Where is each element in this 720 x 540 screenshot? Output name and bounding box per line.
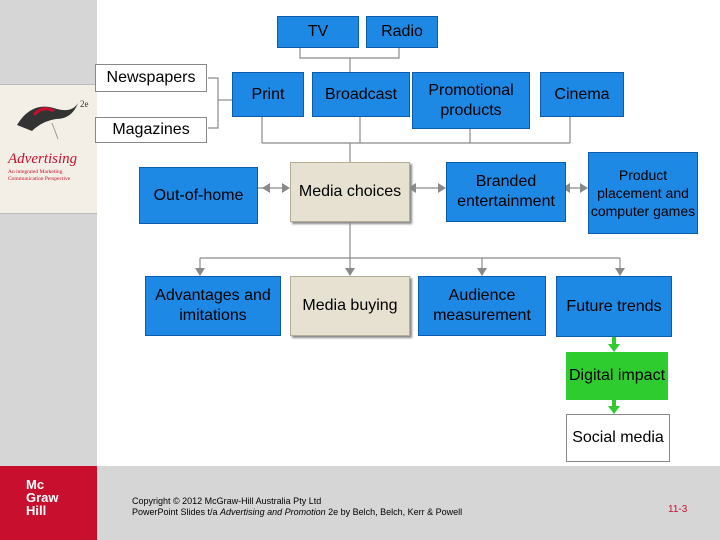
- node-out-of-home: Out-of-home: [139, 167, 258, 224]
- node-advantages-limitations: Advantages and imitations: [145, 276, 281, 336]
- book-subtitle: An integrated Marketing Communication Pe…: [8, 169, 71, 182]
- page-number: 11-3: [668, 504, 688, 515]
- node-cinema: Cinema: [540, 72, 624, 117]
- bottom-footer-band: [0, 466, 720, 540]
- node-media-choices: Media choices: [290, 162, 410, 222]
- node-audience-measurement: Audience measurement: [418, 276, 546, 336]
- bird-illustration-icon: [17, 103, 78, 140]
- node-radio: Radio: [366, 16, 438, 48]
- mcgraw-hill-logo: Mc Graw Hill: [26, 477, 59, 518]
- node-promotional-products: Promotional products: [412, 72, 530, 129]
- node-print: Print: [232, 72, 304, 117]
- footer-copyright: Copyright © 2012 McGraw-Hill Australia P…: [132, 496, 463, 517]
- node-branded-entertainment: Branded entertainment: [446, 162, 566, 222]
- node-digital-impact: Digital impact: [566, 352, 668, 400]
- node-media-buying: Media buying: [290, 276, 410, 336]
- node-newspapers: Newspapers: [95, 64, 207, 92]
- book-edition: 2e: [80, 99, 89, 109]
- book-cover-image: 2e Advertising An integrated Marketing C…: [0, 84, 97, 214]
- node-tv: TV: [277, 16, 359, 48]
- left-sidebar-band: [0, 0, 97, 466]
- publisher-logo-tab: [0, 466, 97, 540]
- node-magazines: Magazines: [95, 117, 207, 143]
- node-broadcast: Broadcast: [312, 72, 410, 117]
- node-future-trends: Future trends: [556, 276, 672, 337]
- book-title: Advertising: [8, 151, 78, 167]
- node-social-media: Social media: [566, 414, 670, 462]
- node-product-placement: Product placement and computer games: [588, 152, 698, 234]
